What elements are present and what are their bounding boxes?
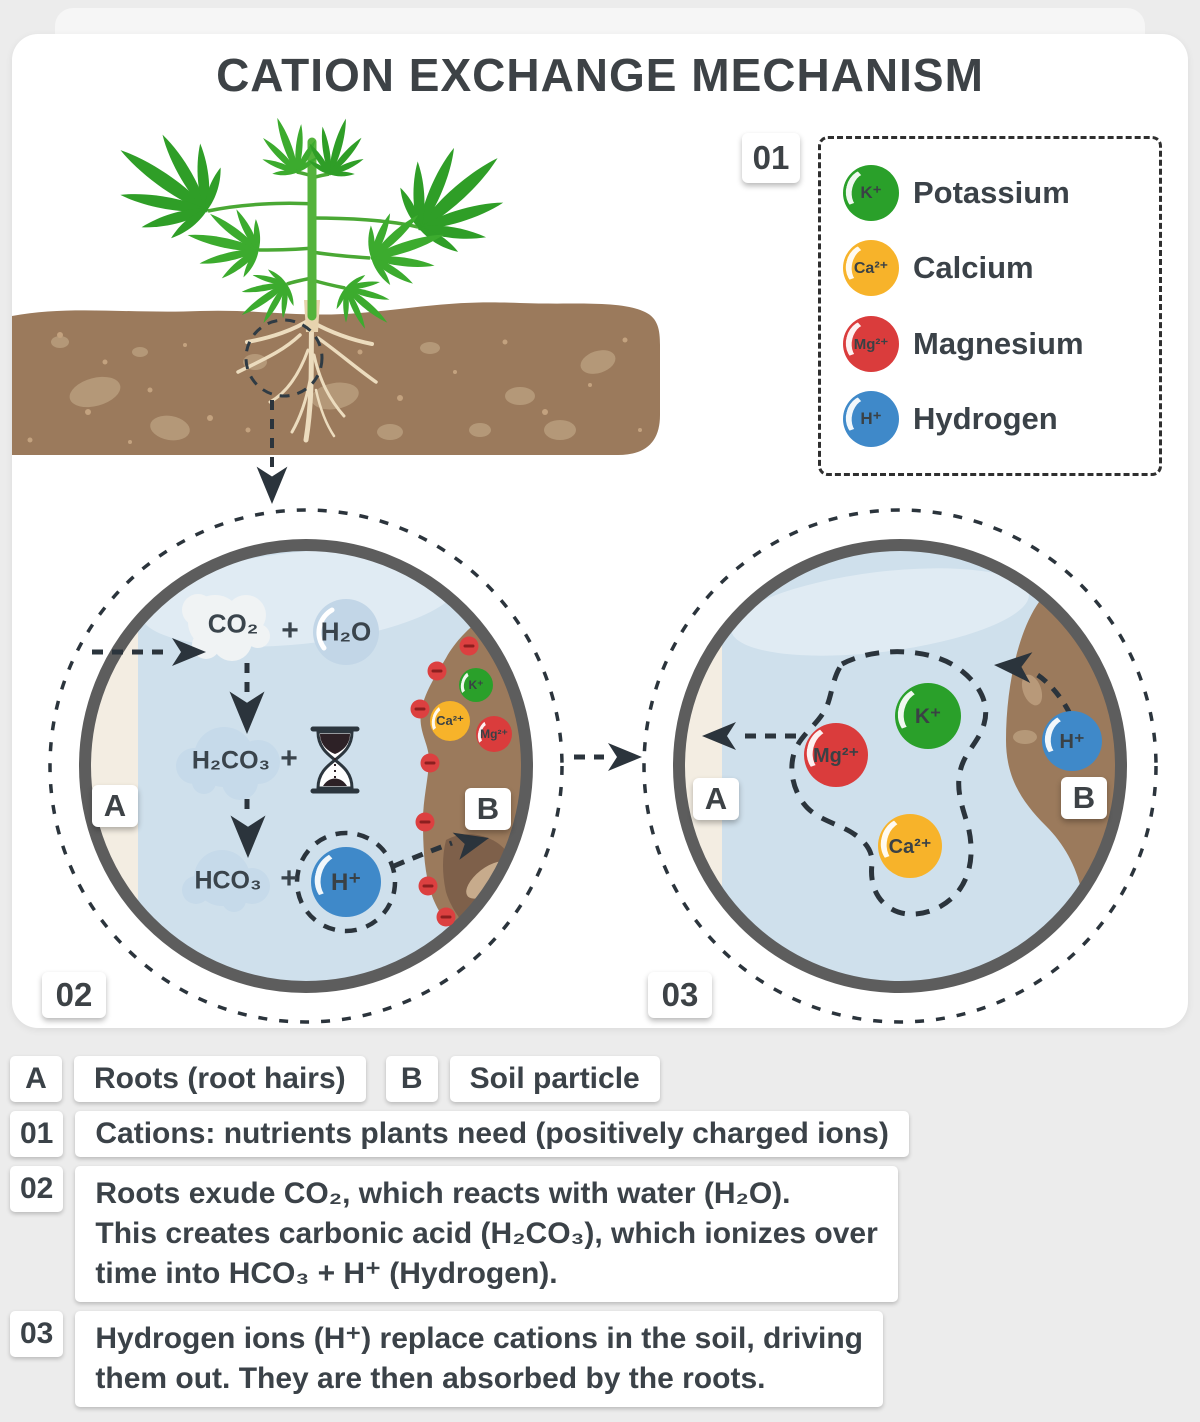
legend-item-label: Magnesium xyxy=(913,325,1084,361)
h2o-formula: H₂O xyxy=(320,616,372,647)
arrow-h2co3-down xyxy=(230,799,266,858)
hco3-formula: HCO₃ xyxy=(194,866,262,895)
arrow-co2-down xyxy=(229,663,265,734)
hplus-highlight-ring xyxy=(294,830,398,934)
plus-sign: + xyxy=(281,614,299,647)
page-title: CATION EXCHANGE MECHANISM xyxy=(216,49,984,101)
stage2-soil-label: B xyxy=(465,788,511,830)
legend-badge: 01 xyxy=(742,133,800,183)
arrow-hplus-displaces xyxy=(992,649,1073,716)
notes-section: A Roots (root hairs) B Soil particle 01 … xyxy=(10,1056,1190,1416)
arrow-cations-to-roots xyxy=(702,722,796,750)
note-text-soil: Soil particle xyxy=(449,1056,660,1102)
stage3-badge: 03 xyxy=(648,972,712,1018)
note-key-02: 02 xyxy=(10,1166,64,1212)
calcium-ion: Ca²⁺ xyxy=(878,814,942,878)
arrow-into-roots xyxy=(92,638,206,666)
root-zoom-circle xyxy=(244,318,324,398)
hco3-cloud xyxy=(182,850,270,912)
calcium-ion: Ca²⁺ xyxy=(843,240,899,297)
note-text-01: Cations: nutrients plants need (positive… xyxy=(75,1111,909,1157)
legend-item-magnesium: Mg²⁺ Magnesium xyxy=(843,315,1159,372)
note-row-ab: A Roots (root hairs) B Soil particle xyxy=(10,1056,1190,1102)
co2-formula: CO₂ xyxy=(207,608,259,639)
potassium-ion: K⁺ xyxy=(843,164,899,221)
note-text-roots: Roots (root hairs) xyxy=(74,1056,366,1102)
arrow-hplus-to-soil xyxy=(393,824,493,869)
cation-legend: K⁺ Potassium Ca²⁺ Calcium Mg²⁺ Magnesium… xyxy=(818,136,1162,476)
magnesium-ion: Mg²⁺ xyxy=(476,716,512,752)
legend-item-hydrogen: H⁺ Hydrogen xyxy=(843,391,1159,448)
magnesium-ion: Mg²⁺ xyxy=(843,315,899,372)
hydrogen-ion: H⁺ xyxy=(311,847,381,917)
h2o-bubble xyxy=(313,599,379,665)
legend-item-label: Calcium xyxy=(913,250,1034,286)
soil-layer xyxy=(12,302,660,455)
co2-cloud xyxy=(182,594,270,661)
magnesium-ion: Mg²⁺ xyxy=(804,723,868,787)
calcium-ion: Ca²⁺ xyxy=(430,701,470,741)
arrow-roots-to-stage2 xyxy=(256,400,288,504)
h2co3-cloud xyxy=(176,727,280,800)
legend-item-label: Potassium xyxy=(913,174,1070,210)
note-row-01: 01 Cations: nutrients plants need (posit… xyxy=(10,1111,1190,1157)
stage3-roots-label: A xyxy=(693,778,739,820)
legend-item-potassium: K⁺ Potassium xyxy=(843,164,1159,221)
legend-item-label: Hydrogen xyxy=(913,401,1058,437)
potassium-ion: K⁺ xyxy=(895,683,961,749)
note-row-02: 02 Roots exude CO₂, which reacts with wa… xyxy=(10,1166,1190,1302)
stage2-roots-label: A xyxy=(92,785,138,827)
note-text-03: Hydrogen ions (H⁺) replace cations in th… xyxy=(75,1311,883,1407)
note-key-03: 03 xyxy=(10,1311,64,1357)
note-key-01: 01 xyxy=(10,1111,64,1157)
arrow-stage2-to-stage3 xyxy=(574,743,642,771)
note-text-02: Roots exude CO₂, which reacts with water… xyxy=(75,1166,898,1302)
note-key-a: A xyxy=(10,1056,62,1102)
plus-sign: + xyxy=(280,742,298,775)
plus-sign: + xyxy=(280,862,298,895)
note-row-03: 03 Hydrogen ions (H⁺) replace cations in… xyxy=(10,1311,1190,1407)
h2co3-formula: H₂CO₃ xyxy=(191,746,271,775)
negative-charge-dots xyxy=(410,636,479,927)
legend-item-calcium: Ca²⁺ Calcium xyxy=(843,240,1159,297)
note-key-b: B xyxy=(385,1056,438,1102)
potassium-ion: K⁺ xyxy=(459,668,493,702)
plant-illustration xyxy=(89,105,535,345)
hydrogen-ion: H⁺ xyxy=(843,391,899,448)
hourglass-icon xyxy=(310,726,360,794)
stage2-circle xyxy=(48,508,564,1024)
hydrogen-ion: H⁺ xyxy=(1042,711,1102,771)
stage2-badge: 02 xyxy=(42,972,106,1018)
stage3-soil-label: B xyxy=(1061,777,1107,819)
